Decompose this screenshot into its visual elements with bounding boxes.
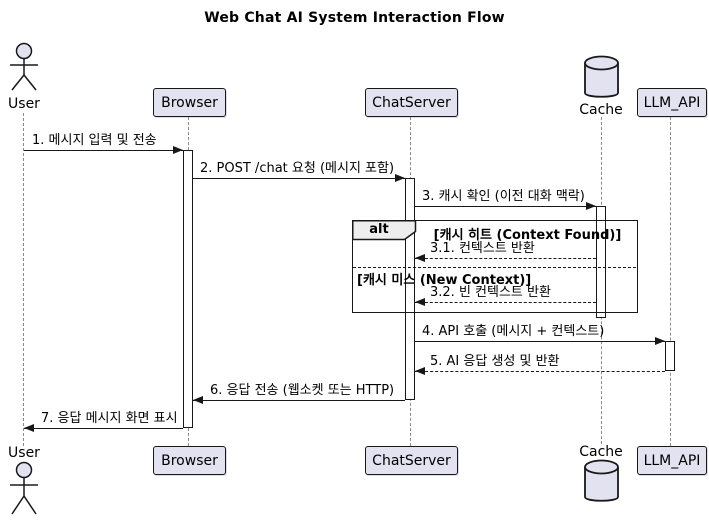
participant-label-browser-bottom: Browser [161,452,218,469]
message-3-line [415,206,596,207]
diagram-title: Web Chat AI System Interaction Flow [204,10,505,26]
activation-chatserver [405,178,415,400]
database-cache-top [583,55,620,103]
message-3-1-arrowhead [415,254,425,262]
participant-llm-bottom: LLM_API [637,446,707,475]
lifeline-llm [670,117,671,446]
participant-browser-top: Browser [153,88,226,117]
message-3-2-line [415,302,596,303]
actor-icon [10,461,38,515]
database-icon [584,55,619,98]
alt-condition-hit: [캐시 히트 (Context Found)] [433,228,622,243]
message-5-arrowhead [415,367,425,375]
message-3-label: 3. 캐시 확인 (이전 대화 맥락) [422,189,585,204]
alt-else-divider [353,267,636,268]
message-2-label: 2. POST /chat 요청 (메시지 포함) [200,161,395,176]
message-2-arrowhead [395,174,405,182]
message-4-label: 4. API 호출 (메시지 + 컨텍스트) [422,324,605,339]
database-cache-bottom [583,459,620,507]
actor-user-top [6,42,42,94]
message-5-label: 5. AI 응답 생성 및 반환 [430,354,560,369]
participant-label-llm-top: LLM_API [643,94,701,111]
participant-label-chatserver-bottom: ChatServer [372,452,451,469]
message-3-2-label: 3.2. 빈 컨텍스트 반환 [430,285,551,300]
participant-browser-bottom: Browser [153,446,226,475]
participant-label-user-top: User [8,96,40,112]
participant-chatserver-top: ChatServer [365,88,458,117]
activation-browser [183,150,193,428]
message-7-line [24,428,183,429]
message-1-arrowhead [173,146,183,154]
activation-llm [665,341,675,371]
message-1-line [24,150,183,151]
message-3-1-label: 3.1. 컨텍스트 반환 [430,241,535,256]
participant-chatserver-bottom: ChatServer [365,446,458,475]
message-7-label: 7. 응답 메시지 화면 표시 [41,411,178,426]
message-7-arrowhead [24,424,34,432]
participant-label-cache-bottom: Cache [579,444,623,460]
alt-condition-miss: [캐시 미스 (New Context)] [357,273,532,288]
participant-llm-top: LLM_API [637,88,707,117]
participant-label-llm-bottom: LLM_API [643,452,701,469]
actor-user-bottom [6,460,42,520]
participant-label-browser-top: Browser [161,94,218,111]
participant-label-chatserver-top: ChatServer [372,94,451,111]
message-3-2-arrowhead [415,298,425,306]
message-1-label: 1. 메시지 입력 및 전송 [32,133,157,148]
lifeline-user [23,113,24,446]
message-3-1-line [415,258,596,259]
alt-frame: alt [캐시 히트 (Context Found)] [캐시 미스 (New … [351,219,638,313]
message-6-arrowhead [193,396,203,404]
message-6-label: 6. 응답 전송 (웹소켓 또는 HTTP) [210,383,395,398]
message-6-line [193,400,405,401]
activation-cache [596,206,606,318]
participant-label-cache-top: Cache [579,102,623,118]
message-5-line [415,371,665,372]
message-4-arrowhead [655,337,665,345]
database-icon [584,459,619,502]
alt-header-pentagon [351,219,416,240]
alt-operator-label: alt [369,222,389,237]
actor-icon [10,42,38,91]
message-2-line [193,178,405,179]
participant-label-user-bottom: User [8,445,40,461]
message-4-line [415,341,665,342]
message-3-arrowhead [586,202,596,210]
